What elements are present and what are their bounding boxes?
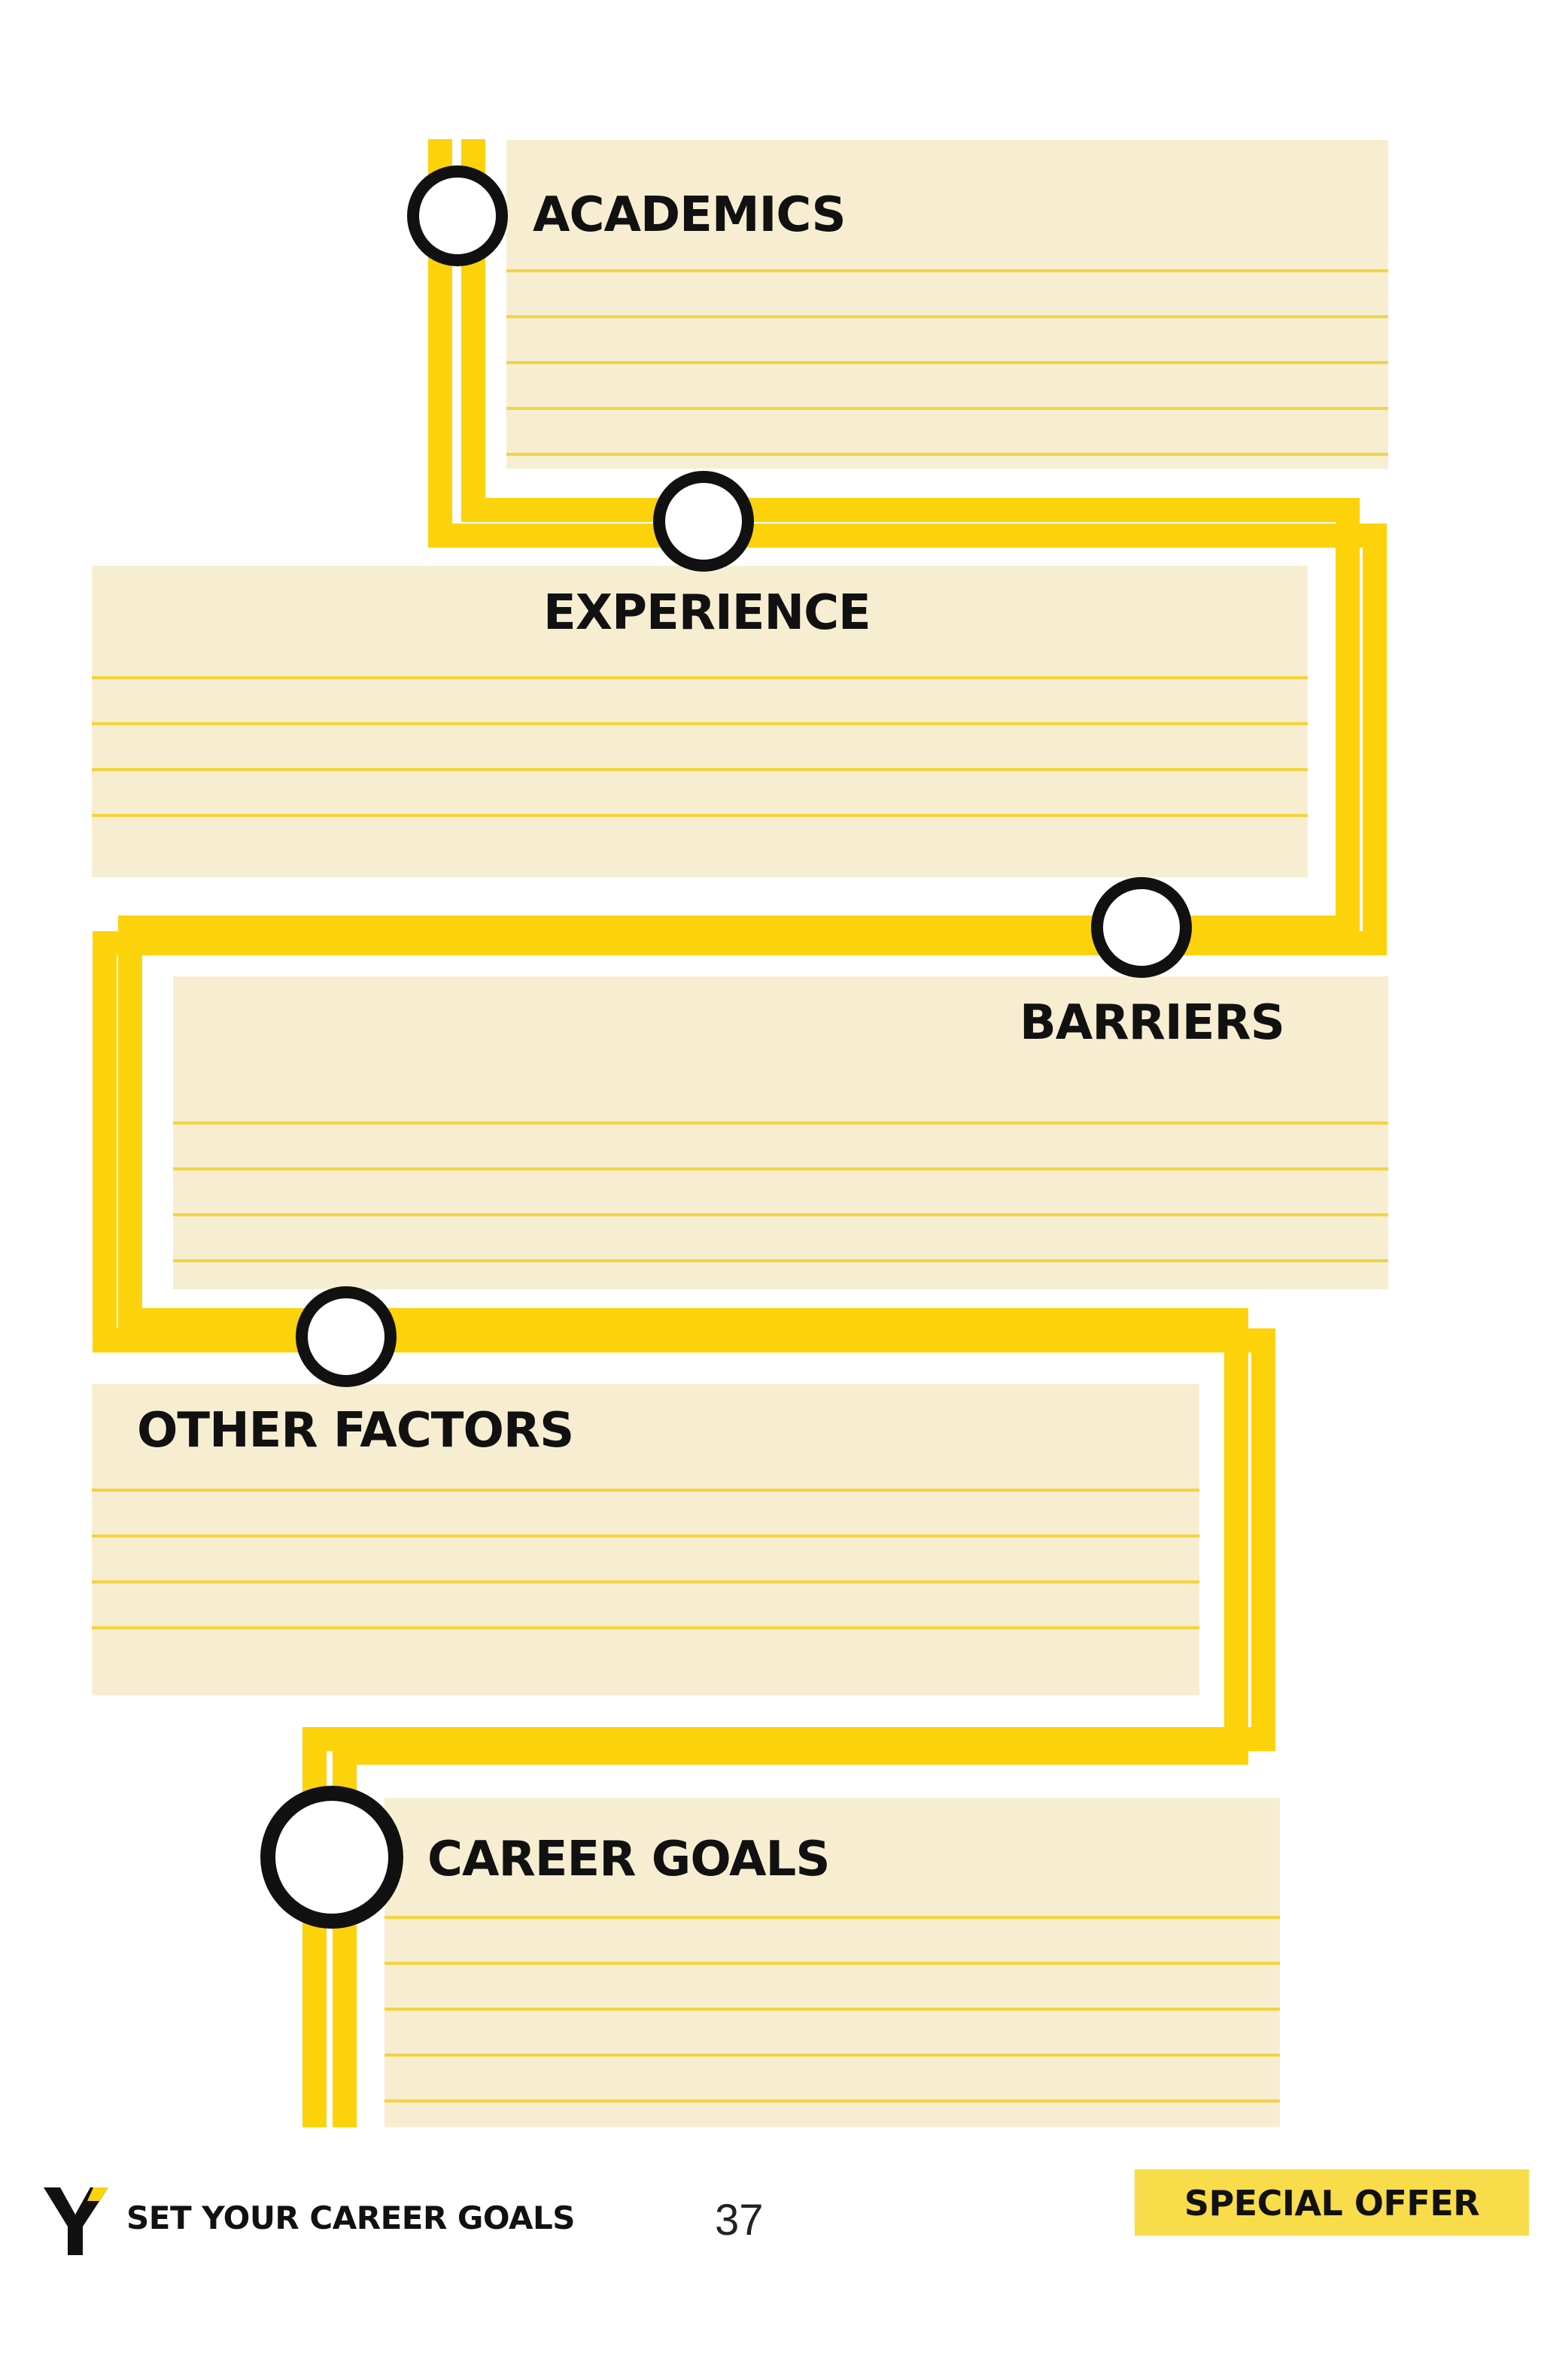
section-label-other-factors: OTHER FACTORS [137, 1403, 574, 1459]
section-label-career-goals: CAREER GOALS [427, 1832, 830, 1887]
special-offer-label: SPECIAL OFFER [1184, 2183, 1480, 2224]
other-factors-notes-box[interactable] [92, 1384, 1199, 1695]
y-logo-icon [44, 2187, 108, 2255]
stop-circle-icon [296, 1286, 397, 1387]
footer-title: SET YOUR CAREER GOALS [126, 2199, 575, 2236]
section-label-experience: EXPERIENCE [543, 585, 871, 641]
section-label-barriers: BARRIERS [1020, 995, 1285, 1051]
page-number: 37 [715, 2196, 764, 2245]
special-offer-button[interactable]: SPECIAL OFFER [1135, 2169, 1529, 2236]
stop-circle-icon [1091, 877, 1192, 978]
career-route-path [93, 139, 1387, 2127]
destination-circle-icon [260, 1786, 403, 1929]
barriers-notes-box[interactable] [173, 976, 1388, 1289]
experience-notes-box[interactable] [92, 566, 1308, 877]
stop-circle-icon [653, 471, 754, 572]
academics-notes-box[interactable] [506, 140, 1388, 469]
stop-circle-icon [407, 165, 508, 266]
career-goals-notes-box[interactable] [384, 1798, 1280, 2127]
section-label-academics: ACADEMICS [533, 187, 846, 243]
